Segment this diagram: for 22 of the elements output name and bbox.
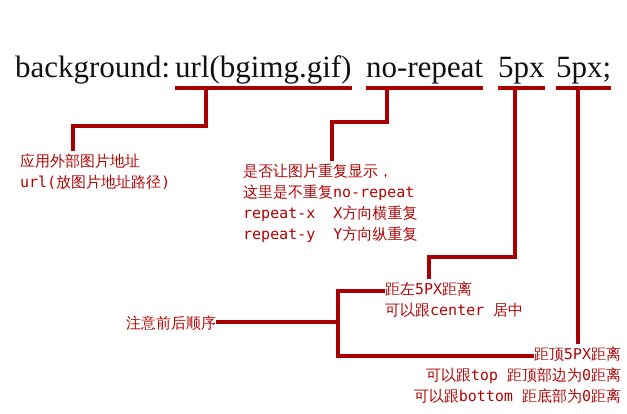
- code-text: background:: [15, 50, 170, 84]
- underlined-code: no-repeat: [366, 50, 484, 90]
- annotation-text: 是否让图片重复显示，: [243, 162, 393, 180]
- annotation-text: 距左5PX距离: [385, 280, 472, 298]
- underlined-code: url(bgimg.gif): [175, 50, 352, 90]
- leader-line: [330, 90, 389, 161]
- leader-line: [216, 320, 534, 358]
- leader-line: [576, 90, 580, 344]
- leader-line: [427, 90, 517, 279]
- annotation-text: 距顶5PX距离: [534, 345, 621, 363]
- annotation-text: 可以跟bottom 距底部为0距离: [414, 387, 621, 405]
- underlined-code: 5px: [498, 50, 544, 90]
- annotation-text: 这里是不重复no-repeat: [243, 183, 414, 201]
- underlined-code: 5px;: [556, 50, 612, 90]
- leader-line: [71, 90, 208, 151]
- annotation-text: repeat-x X方向横重复: [243, 204, 418, 222]
- annotation-text: 可以跟center 居中: [385, 301, 524, 319]
- annotation-text: url(放图片地址路径): [20, 173, 170, 191]
- annotation-text: 应用外部图片地址: [20, 152, 140, 170]
- annotation-text: repeat-y Y方向纵重复: [243, 225, 418, 243]
- annotation-text: 注意前后顺序: [126, 314, 216, 332]
- annotation-text: 可以跟top 距顶部边为0距离: [426, 366, 621, 384]
